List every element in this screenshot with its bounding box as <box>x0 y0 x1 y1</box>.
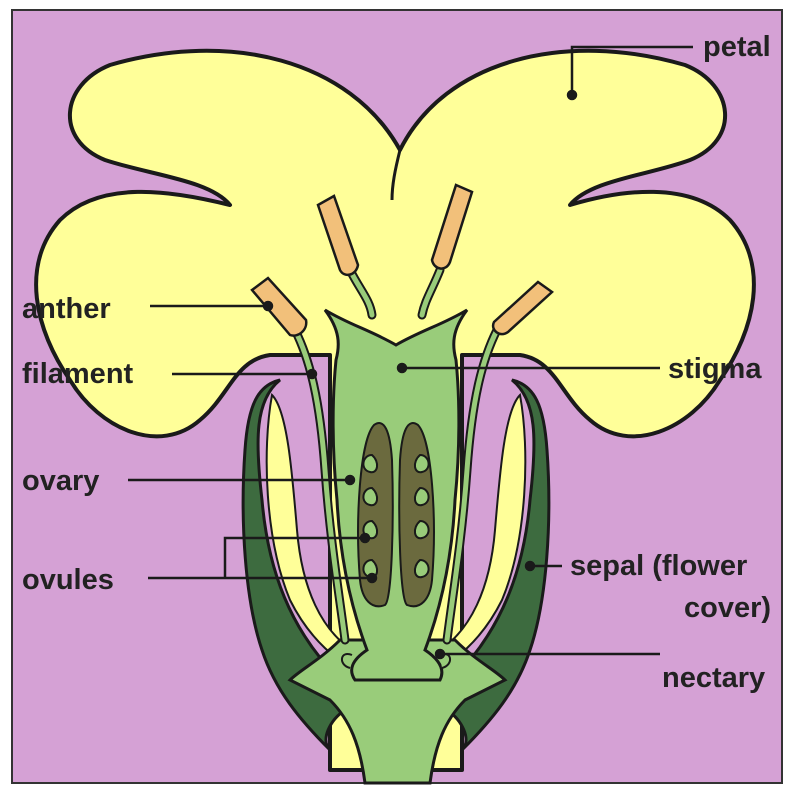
label-petal: petal <box>703 31 771 63</box>
ovule <box>415 521 429 538</box>
label-stigma: stigma <box>668 353 762 385</box>
label-nectary: nectary <box>662 662 765 694</box>
label-ovules: ovules <box>22 564 114 596</box>
label-sepal-line2: cover) <box>684 592 771 624</box>
label-ovary: ovary <box>22 465 99 497</box>
label-sepal-line1: sepal (flower <box>570 550 747 582</box>
ovule <box>415 455 429 472</box>
ovule <box>363 455 377 472</box>
label-filament: filament <box>22 358 134 390</box>
label-anther: anther <box>22 293 111 325</box>
ovule <box>363 488 377 505</box>
ovule <box>415 560 429 577</box>
ovule <box>415 488 429 505</box>
